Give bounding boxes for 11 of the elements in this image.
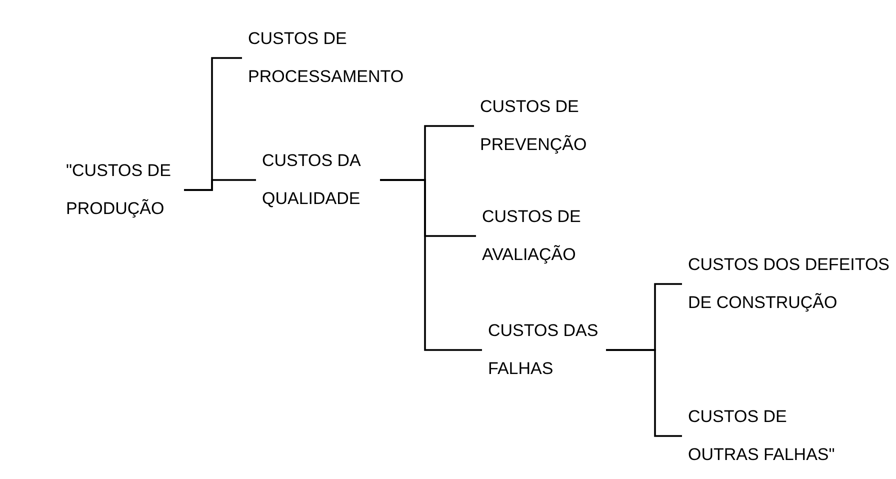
node-label: CUSTOS DE PREVENÇÃO [480,97,587,154]
node-label: CUSTOS DA QUALIDADE [262,151,360,208]
node-label: "CUSTOS DE PRODUÇÃO [66,161,171,218]
bracket-connector [380,179,482,351]
node-label: CUSTOS DOS DEFEITOS DE CONSTRUÇÃO [688,255,890,312]
node-label: CUSTOS DE AVALIAÇÃO [482,207,581,264]
node-label: CUSTOS DAS FALHAS [488,321,598,378]
node-label: CUSTOS DE PROCESSAMENTO [248,29,404,86]
bracket-connector [606,349,682,437]
node-label: CUSTOS DE OUTRAS FALHAS" [688,407,835,464]
bracket-connector [184,179,256,191]
